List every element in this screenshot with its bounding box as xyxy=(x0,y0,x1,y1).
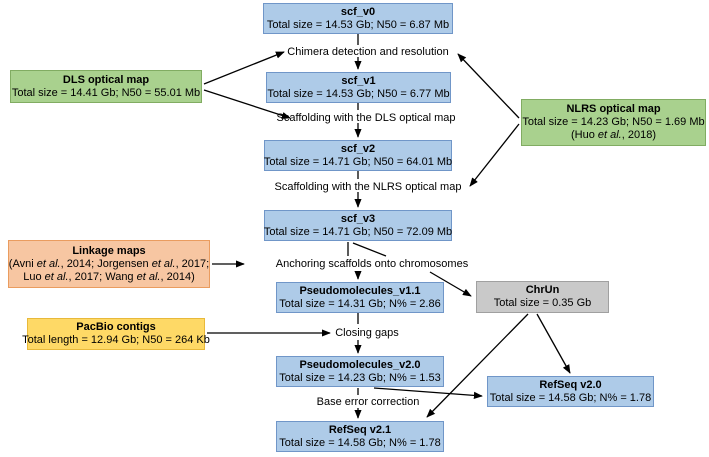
node-citation: Luo et al., 2017; Wang et al., 2014) xyxy=(23,270,195,283)
node-pseudomolecules-v2-0: Pseudomolecules_v2.0 Total size = 14.23 … xyxy=(276,356,444,387)
step-base-error-correction: Base error correction xyxy=(316,396,420,408)
node-stats: Total size = 14.58 Gb; N% = 1.78 xyxy=(279,436,441,449)
node-title: RefSeq v2.0 xyxy=(539,378,602,391)
node-stats: Total size = 14.23 Gb; N50 = 1.69 Mb xyxy=(522,116,705,128)
node-stats: Total size = 14.41 Gb; N50 = 55.01 Mb xyxy=(11,86,201,99)
node-stats: Total size = 14.53 Gb; N50 = 6.87 Mb xyxy=(266,18,450,31)
node-pseudomolecules-v1-1: Pseudomolecules_v1.1 Total size = 14.31 … xyxy=(276,282,444,313)
node-dls-optical-map: DLS optical map Total size = 14.41 Gb; N… xyxy=(10,70,202,103)
node-title: NLRS optical map xyxy=(566,103,661,115)
node-title: Linkage maps xyxy=(72,244,146,257)
node-title: scf_v1 xyxy=(341,74,376,87)
step-scaffolding-dls: Scaffolding with the DLS optical map xyxy=(276,112,456,124)
node-scf-v2: scf_v2 Total size = 14.71 Gb; N50 = 64.0… xyxy=(264,140,452,171)
connector-scfv3-branch xyxy=(352,242,387,257)
node-title: DLS optical map xyxy=(62,73,150,86)
node-scf-v0: scf_v0 Total size = 14.53 Gb; N50 = 6.87… xyxy=(263,3,453,34)
node-chrun: ChrUn Total size = 0.35 Gb xyxy=(476,281,609,313)
step-anchoring-scaffolds: Anchoring scaffolds onto chromosomes xyxy=(275,258,469,270)
node-linkage-maps: Linkage maps (Avni et al., 2014; Jorgens… xyxy=(8,240,210,288)
connector-pseudo20-to-refseq20 xyxy=(373,387,483,399)
node-stats: Total size = 0.35 Gb xyxy=(493,297,592,309)
step-scaffolding-nlrs: Scaffolding with the NLRS optical map xyxy=(274,181,462,193)
node-stats: Total length = 12.94 Gb; N50 = 264 Kb xyxy=(22,334,210,346)
step-chimera-detection: Chimera detection and resolution xyxy=(287,46,449,58)
node-title: RefSeq v2.1 xyxy=(328,423,392,436)
node-title: scf_v3 xyxy=(340,212,376,225)
node-stats: Total size = 14.71 Gb; N50 = 72.09 Mb xyxy=(263,225,453,238)
node-scf-v3: scf_v3 Total size = 14.71 Gb; N50 = 72.0… xyxy=(264,210,452,241)
node-title: scf_v0 xyxy=(340,5,376,18)
node-stats: Total size = 14.53 Gb; N50 = 6.77 Mb xyxy=(267,87,450,100)
step-closing-gaps: Closing gaps xyxy=(335,327,399,339)
node-title: Pseudomolecules_v1.1 xyxy=(299,284,421,297)
node-citation: (Avni et al., 2014; Jorgensen et al., 20… xyxy=(8,257,210,270)
node-stats: Total size = 14.71 Gb; N50 = 64.01 Mb xyxy=(263,155,453,168)
node-stats: Total size = 14.31 Gb; N% = 2.86 xyxy=(279,297,441,310)
node-refseq-v2-0: RefSeq v2.0 Total size = 14.58 Gb; N% = … xyxy=(487,376,654,407)
node-stats: Total size = 14.23 Gb; N% = 1.53 xyxy=(279,371,441,384)
connector-nlrs-to-nlrs-step xyxy=(469,123,520,187)
connector-chrun-to-refseq20 xyxy=(536,313,571,374)
node-title: ChrUn xyxy=(525,284,560,296)
node-refseq-v2-1: RefSeq v2.1 Total size = 14.58 Gb; N% = … xyxy=(276,421,444,452)
node-scf-v1: scf_v1 Total size = 14.53 Gb; N50 = 6.77… xyxy=(266,72,451,103)
node-stats: Total size = 14.58 Gb; N% = 1.78 xyxy=(489,391,652,404)
node-pacbio-contigs: PacBio contigs Total length = 12.94 Gb; … xyxy=(22,318,210,350)
node-title: scf_v2 xyxy=(340,142,376,155)
connector-nlrs-to-chimera xyxy=(457,53,520,119)
node-title: Pseudomolecules_v2.0 xyxy=(299,358,421,371)
node-title: PacBio contigs xyxy=(76,321,156,333)
node-citation: (Huo et al., 2018) xyxy=(570,129,656,141)
node-nlrs-optical-map: NLRS optical map Total size = 14.23 Gb; … xyxy=(521,99,706,146)
